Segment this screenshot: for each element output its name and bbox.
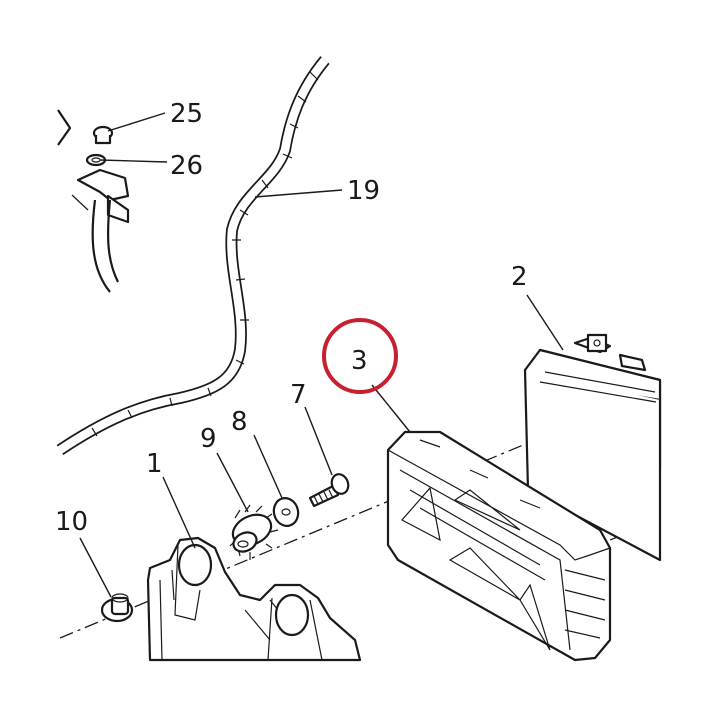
callout-10: 10 [55, 507, 88, 537]
hose-assembly [57, 109, 130, 293]
bracket-part-1 [146, 536, 362, 662]
callout-2: 2 [511, 262, 528, 292]
callout-1: 1 [146, 449, 163, 479]
grommet-part-10 [100, 593, 134, 623]
callout-25: 25 [170, 99, 203, 129]
callout-8: 8 [231, 407, 248, 437]
battery-part-2 [523, 333, 662, 562]
callout-3: 3 [351, 346, 368, 376]
gear-part-9 [229, 504, 279, 560]
bolt-part-7 [308, 473, 350, 508]
screw-part-25 [85, 125, 114, 167]
tube-part-19 [56, 56, 330, 455]
callout-7: 7 [290, 380, 307, 410]
callout-26: 26 [170, 151, 203, 181]
callout-9: 9 [200, 424, 217, 454]
callout-19: 19 [347, 176, 380, 206]
washer-part-8 [272, 497, 300, 527]
leader-lines [79, 112, 564, 598]
battery-pad-part-3 [386, 430, 612, 662]
highlight-circle [322, 318, 398, 394]
